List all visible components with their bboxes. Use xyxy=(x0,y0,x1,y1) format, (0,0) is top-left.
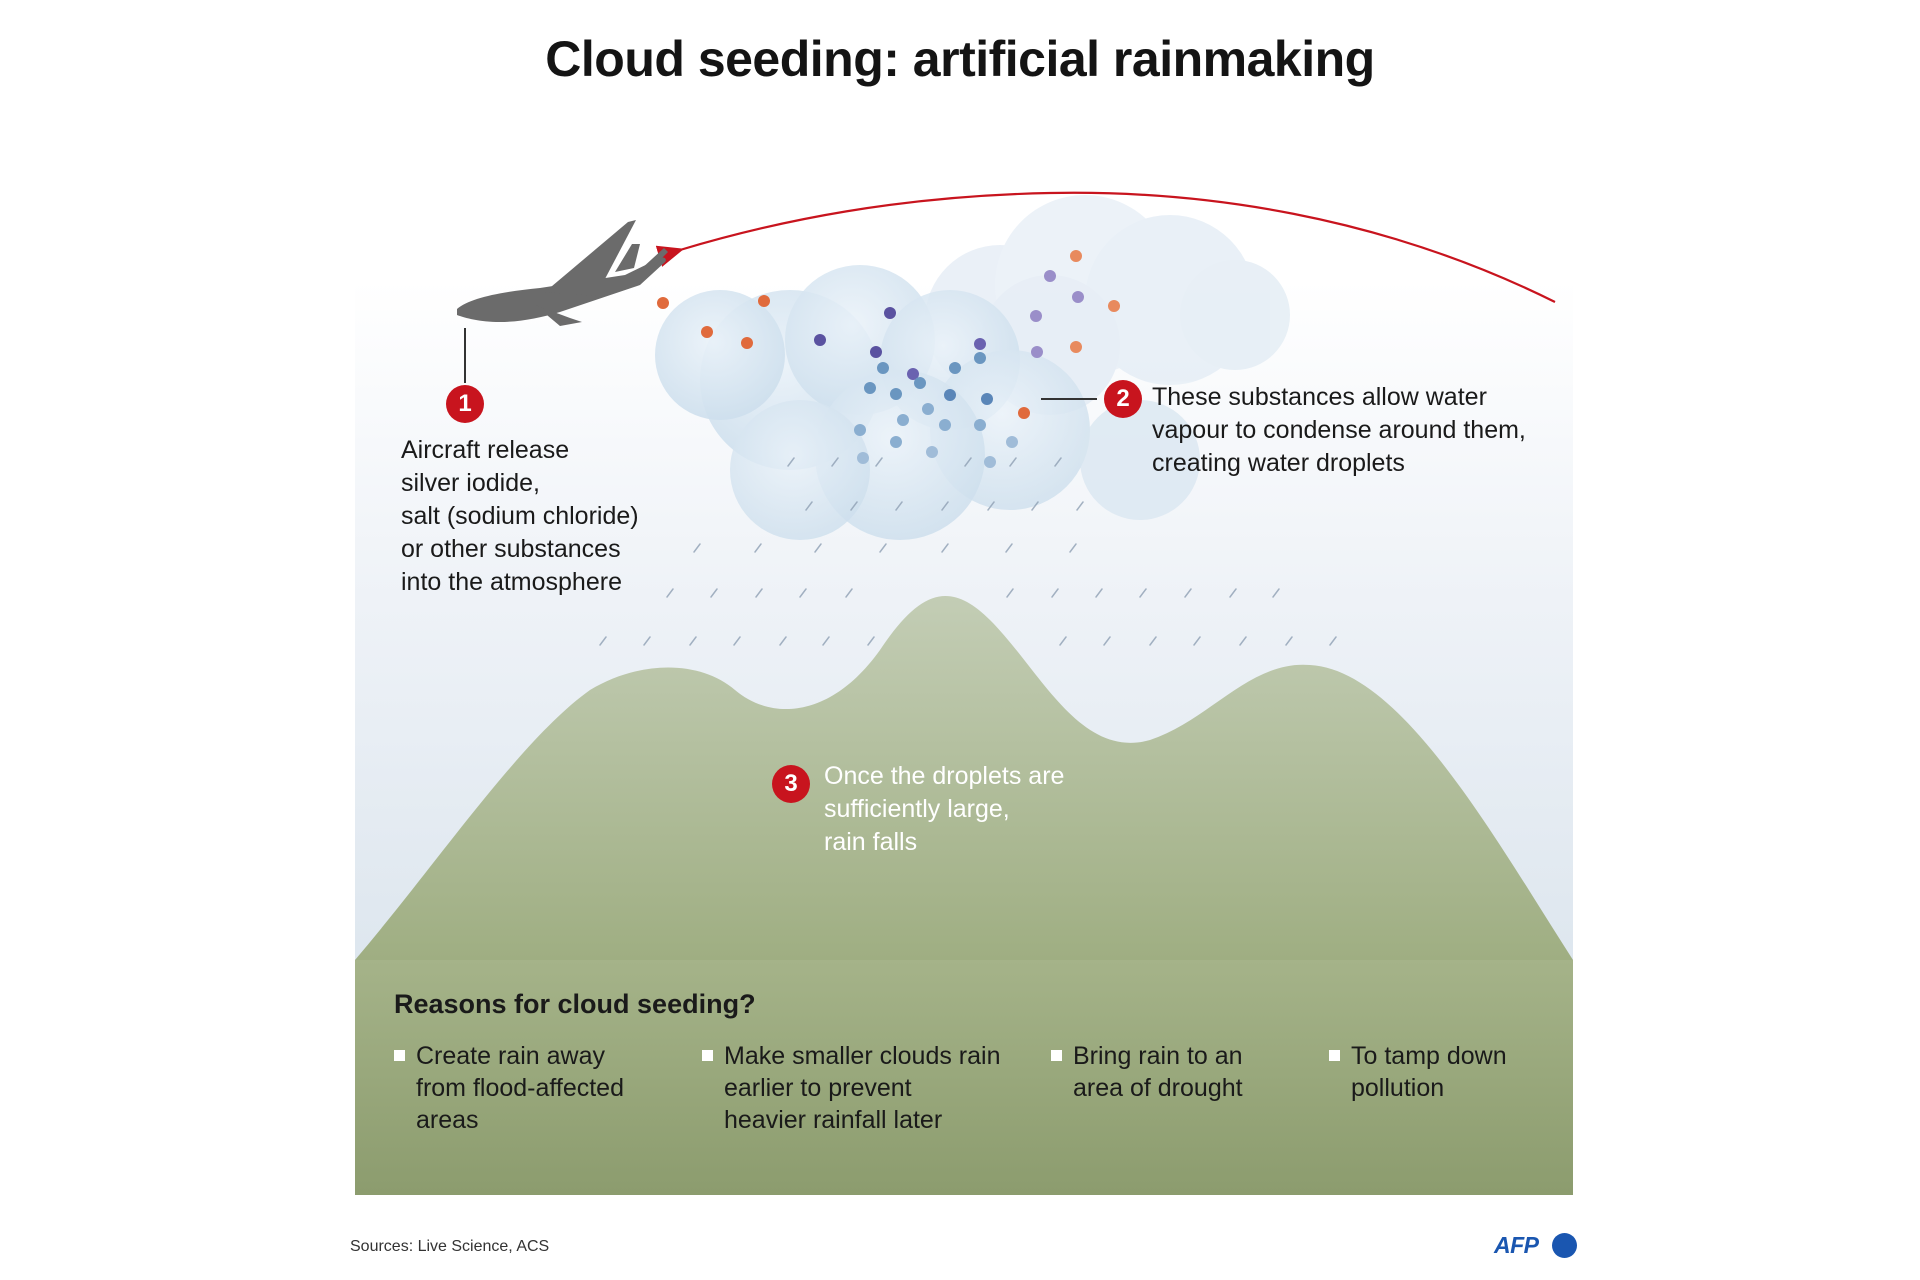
return-arrow xyxy=(655,191,1556,303)
reasons-title: Reasons for cloud seeding? xyxy=(394,989,756,1019)
bullet-square-icon xyxy=(702,1050,713,1061)
afp-logo-dot-icon xyxy=(1552,1233,1577,1258)
particles xyxy=(657,250,1120,468)
rain-streaks xyxy=(599,457,1337,646)
afp-logo-text: AFP xyxy=(1494,1232,1539,1258)
page-title: Cloud seeding: artificial rainmaking xyxy=(545,31,1375,87)
step-3-badge: 3 xyxy=(772,765,810,803)
bullet-square-icon xyxy=(1051,1050,1062,1061)
step-2-badge: 2 xyxy=(1104,380,1142,418)
sources-credit: Sources: Live Science, ACS xyxy=(350,1238,550,1255)
bullet-square-icon xyxy=(394,1050,405,1061)
bullet-square-icon xyxy=(1329,1050,1340,1061)
ground-band xyxy=(355,960,1573,1195)
airplane-icon xyxy=(457,220,668,326)
mountain-range xyxy=(355,596,1573,960)
step-1-badge: 1 xyxy=(446,385,484,423)
